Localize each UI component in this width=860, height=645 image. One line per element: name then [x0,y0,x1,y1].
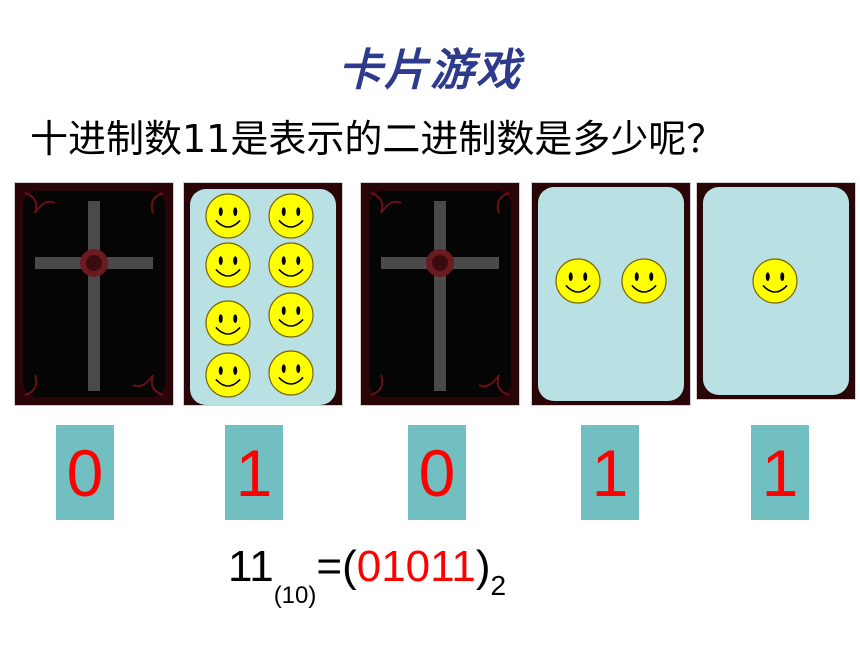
card-front-1[interactable] [696,182,856,400]
card-front-2[interactable] [531,182,691,406]
equation-close: ) [475,542,491,591]
binary-digit-2: 1 [225,425,283,520]
equation-decimal: 11 [228,542,274,591]
equation-binary: 01011 [356,542,476,591]
smiley-face-icon [205,300,251,346]
smiley-face-icon [205,242,251,288]
equation-equals-open: =( [316,542,357,591]
smiley-face-icon [555,258,601,304]
binary-digit-5: 1 [751,425,809,520]
conversion-equation: 11(10)=(01011)2 [228,542,506,608]
smiley-face-icon [752,258,798,304]
smiley-face-icon [268,350,314,396]
smiley-face-icon [268,193,314,239]
smiley-face-icon [205,352,251,398]
question-text: 十进制数11是表示的二进制数是多少呢？ [30,117,725,161]
equation-binary-base: 2 [490,570,507,601]
binary-digit-3: 0 [408,425,466,520]
binary-digit-1: 0 [56,425,114,520]
card-front-8[interactable] [183,182,343,406]
equation-decimal-base: (10) [273,582,317,609]
smiley-face-icon [205,193,251,239]
card-back-1[interactable] [14,182,174,406]
smiley-face-icon [268,242,314,288]
binary-digit-4: 1 [581,425,639,520]
smiley-face-icon [621,258,667,304]
card-back-2[interactable] [360,182,520,406]
page-title: 卡片游戏 [338,45,522,96]
smiley-face-icon [268,292,314,338]
